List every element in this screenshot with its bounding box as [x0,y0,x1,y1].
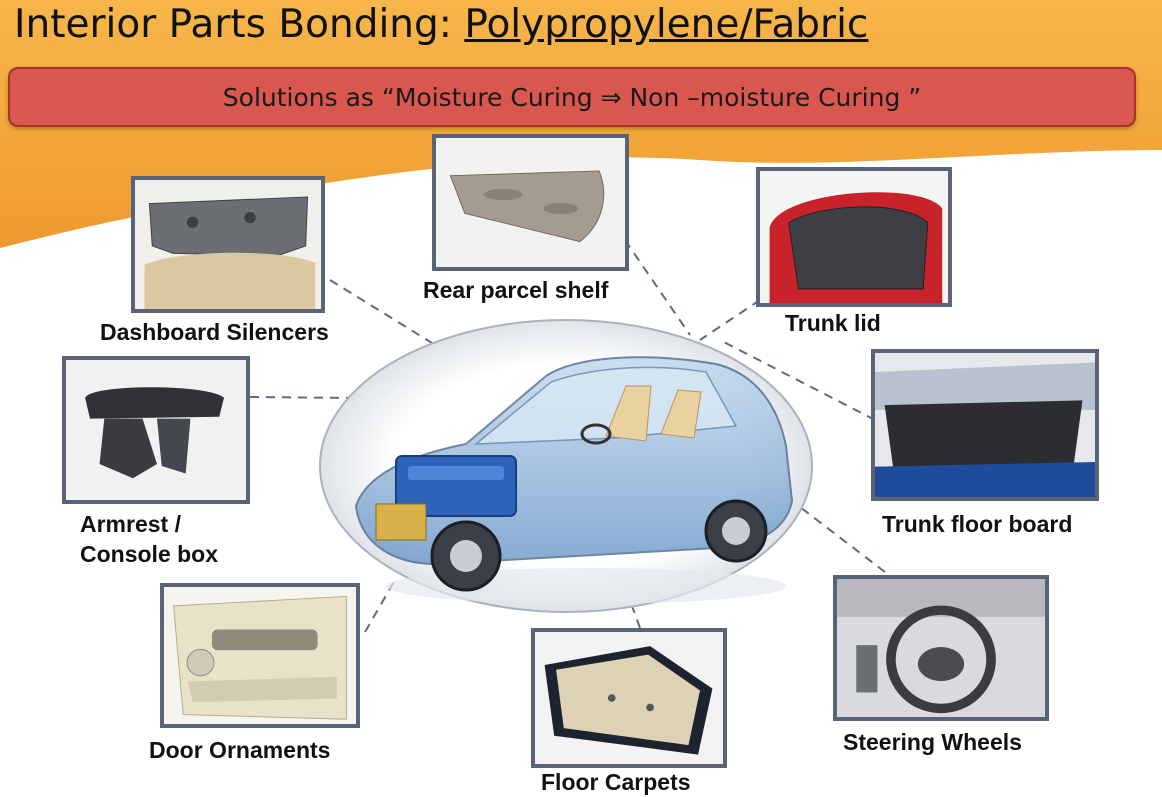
image-floor-carpets [531,628,727,768]
image-steering-wheels [833,575,1049,721]
subtitle-text: Solutions as “Moisture Curing ⇒ Non –moi… [222,82,922,112]
title-prefix: Interior Parts Bonding: [14,2,465,47]
caption-trunk-lid: Trunk lid [785,310,881,336]
page-title: Interior Parts Bonding: Polypropylene/Fa… [14,2,868,47]
caption-armrest-line1: Armrest / [80,511,181,537]
caption-door-ornaments: Door Ornaments [149,737,331,763]
car-cutaway-illustration [319,319,813,613]
caption-rear-parcel-shelf: Rear parcel shelf [423,277,609,303]
caption-dashboard-silencers: Dashboard Silencers [100,319,329,345]
title-highlight: Polypropylene/Fabric [464,2,869,47]
connector-parcel-shelf [624,239,691,336]
image-door-ornaments [160,583,360,728]
image-trunk-lid [756,167,952,307]
image-trunk-floor-board [871,349,1099,501]
caption-armrest-line2: Console box [80,541,219,567]
image-armrest-console-box [62,356,250,504]
image-rear-parcel-shelf [432,134,629,271]
caption-trunk-floor-board: Trunk floor board [882,511,1073,537]
subtitle-banner: Solutions as “Moisture Curing ⇒ Non –moi… [8,67,1136,127]
caption-steering-wheels: Steering Wheels [843,729,1022,755]
image-dashboard-silencers [131,176,325,313]
connector-trunk-lid [699,299,761,341]
caption-floor-carpets: Floor Carpets [541,769,691,795]
connector-trunk-floor [719,339,876,421]
